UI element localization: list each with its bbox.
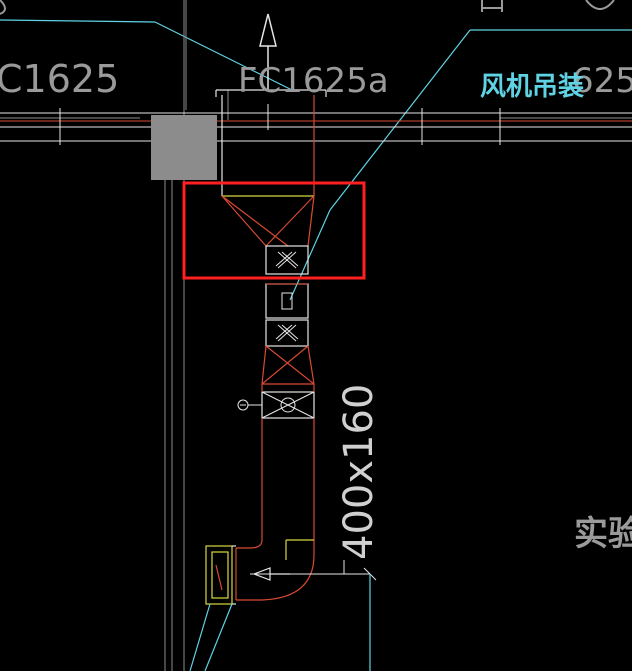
supply-duct xyxy=(235,384,315,601)
fan-unit xyxy=(265,283,309,319)
label-fc-left: C1625 xyxy=(0,57,119,101)
structural-column xyxy=(151,115,217,180)
motorized-damper xyxy=(237,391,315,419)
duct-reducer-lower xyxy=(261,345,315,385)
fan-coil-unit xyxy=(221,95,315,197)
actuator-icon xyxy=(237,399,249,411)
top-partial-text xyxy=(0,0,615,15)
leader-line-fan-hanging xyxy=(329,29,471,211)
elbow-inner xyxy=(285,539,314,560)
highlight-box xyxy=(182,181,366,280)
leader-lines xyxy=(0,19,632,301)
horizontal-band xyxy=(0,104,632,145)
label-duct-size: 400x160 xyxy=(336,384,382,560)
filter-box-upper xyxy=(265,245,309,275)
fan-coil-bracket xyxy=(215,89,327,97)
label-fan-hanging: 风机吊装 xyxy=(480,72,584,102)
air-outlet xyxy=(205,545,236,605)
label-fc-center: FC1625a xyxy=(238,61,389,101)
leader-line-fc-center xyxy=(0,19,156,23)
duct-reducer-upper xyxy=(221,195,315,247)
wall-lines xyxy=(164,0,229,671)
label-fc-right: 625 xyxy=(572,61,632,101)
filter-box-lower xyxy=(265,319,309,347)
label-room: 实验室 xyxy=(574,514,632,554)
up-arrow xyxy=(259,13,277,90)
bottom-extension-lines xyxy=(189,574,371,671)
